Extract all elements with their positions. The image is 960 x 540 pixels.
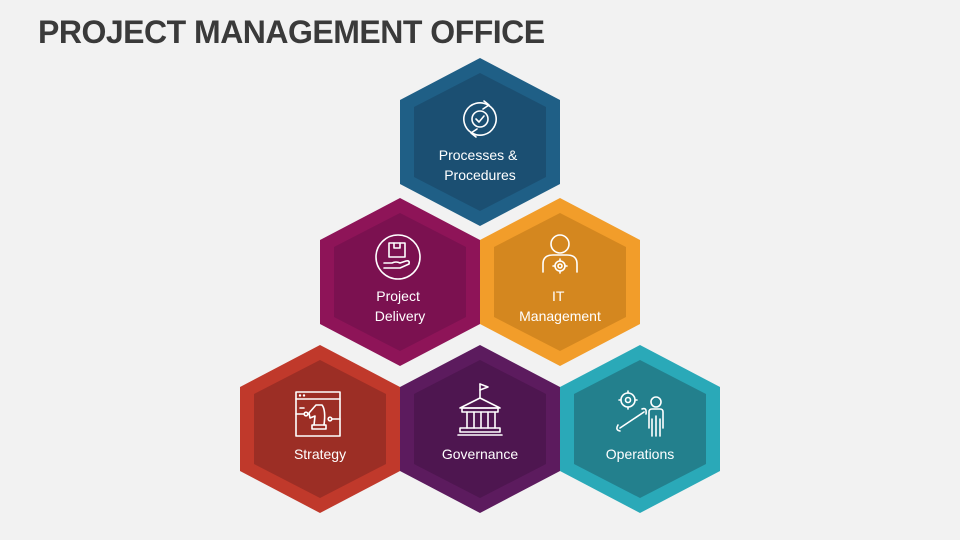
box-hand-icon [375,234,421,280]
hex-operations: Operations [560,345,720,513]
hex-strategy-label: Strategy [294,446,346,462]
page-title: PROJECT MANAGEMENT OFFICE [38,14,545,50]
hex-delivery: Project Delivery [320,198,480,366]
hex-strategy: Strategy [240,345,400,513]
hex-delivery-label: Project Delivery [375,288,426,324]
hex-processes-label: Processes & Procedures [439,147,521,183]
hex-it: IT Management [480,198,640,366]
hex-governance-inner [414,360,546,498]
cycle-check-icon [463,100,497,138]
hex-it-inner [494,213,626,351]
hex-delivery-inner [334,213,466,351]
chess-knight-icon [295,391,341,437]
hex-it-label: IT Management [519,288,601,324]
hex-processes-inner [414,73,546,211]
government-building-icon [457,383,503,436]
hex-operations-label: Operations [606,446,674,462]
hex-operations-inner [574,360,706,498]
hex-processes: Processes & Procedures [400,58,560,226]
hex-governance: Governance [400,345,560,513]
hex-governance-label: Governance [442,446,518,462]
wrench-person-icon [616,390,664,437]
user-gear-icon [542,234,578,274]
